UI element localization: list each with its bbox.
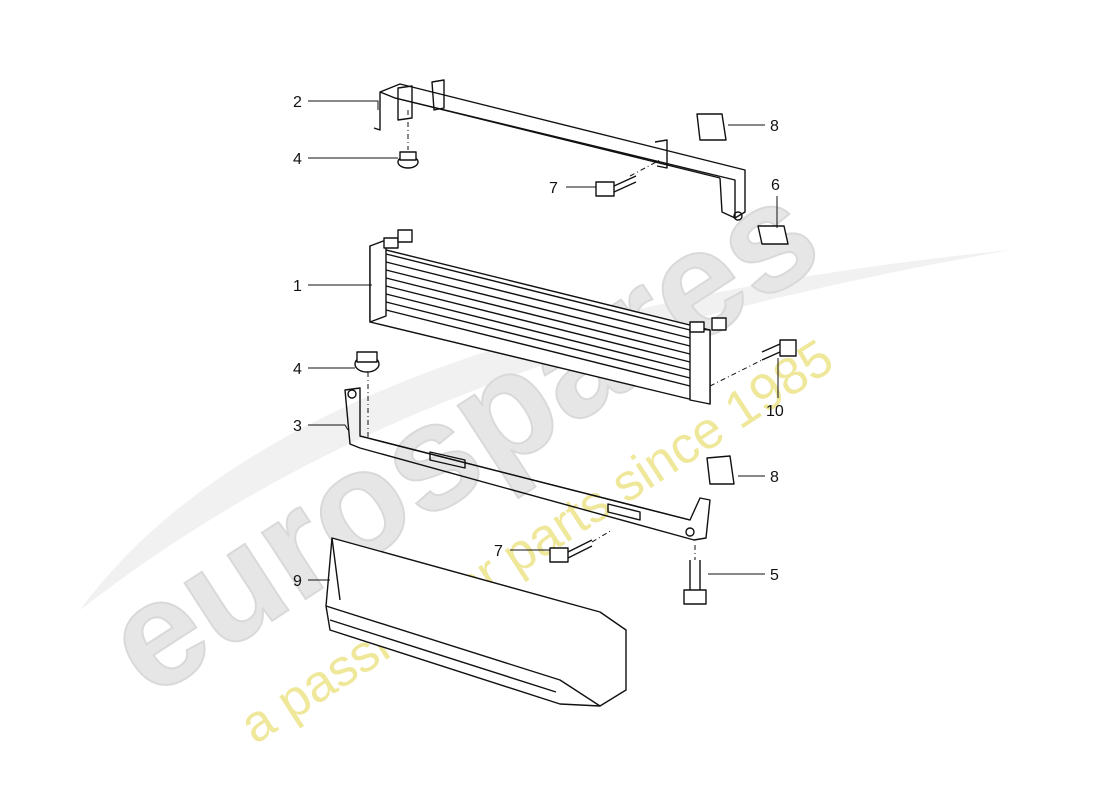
callout-2: 2 [293, 94, 302, 111]
callout-3: 3 [293, 418, 302, 435]
callout-6: 6 [771, 177, 780, 194]
lower-bracket [344, 387, 711, 541]
bolt-lower [549, 539, 593, 563]
callout-4-upper: 4 [293, 151, 302, 168]
callout-5: 5 [770, 567, 779, 584]
bolt-upper [595, 175, 637, 197]
callout-7-lower: 7 [494, 543, 503, 560]
assembly-line-3 [629, 159, 661, 177]
grommet-upper [397, 151, 419, 169]
bolt-vertical [683, 560, 707, 605]
upper-bracket [373, 79, 746, 221]
bolt-right [761, 339, 797, 361]
callout-7-upper: 7 [549, 180, 558, 197]
callout-8-lower: 8 [770, 469, 779, 486]
clip-upper [696, 113, 727, 141]
clip-lower [706, 455, 735, 485]
callout-8-upper: 8 [770, 118, 779, 135]
callout-9: 9 [293, 573, 302, 590]
callout-10: 10 [766, 403, 784, 420]
radiator-cooler [369, 229, 727, 405]
leader-lines [308, 100, 779, 581]
assembly-line-4 [709, 359, 763, 387]
grommet-lower [354, 351, 380, 373]
speed-nut [757, 225, 789, 245]
assembly-line-5 [591, 529, 613, 543]
callout-1: 1 [293, 278, 302, 295]
callout-4-lower: 4 [293, 361, 302, 378]
air-duct [325, 537, 627, 707]
